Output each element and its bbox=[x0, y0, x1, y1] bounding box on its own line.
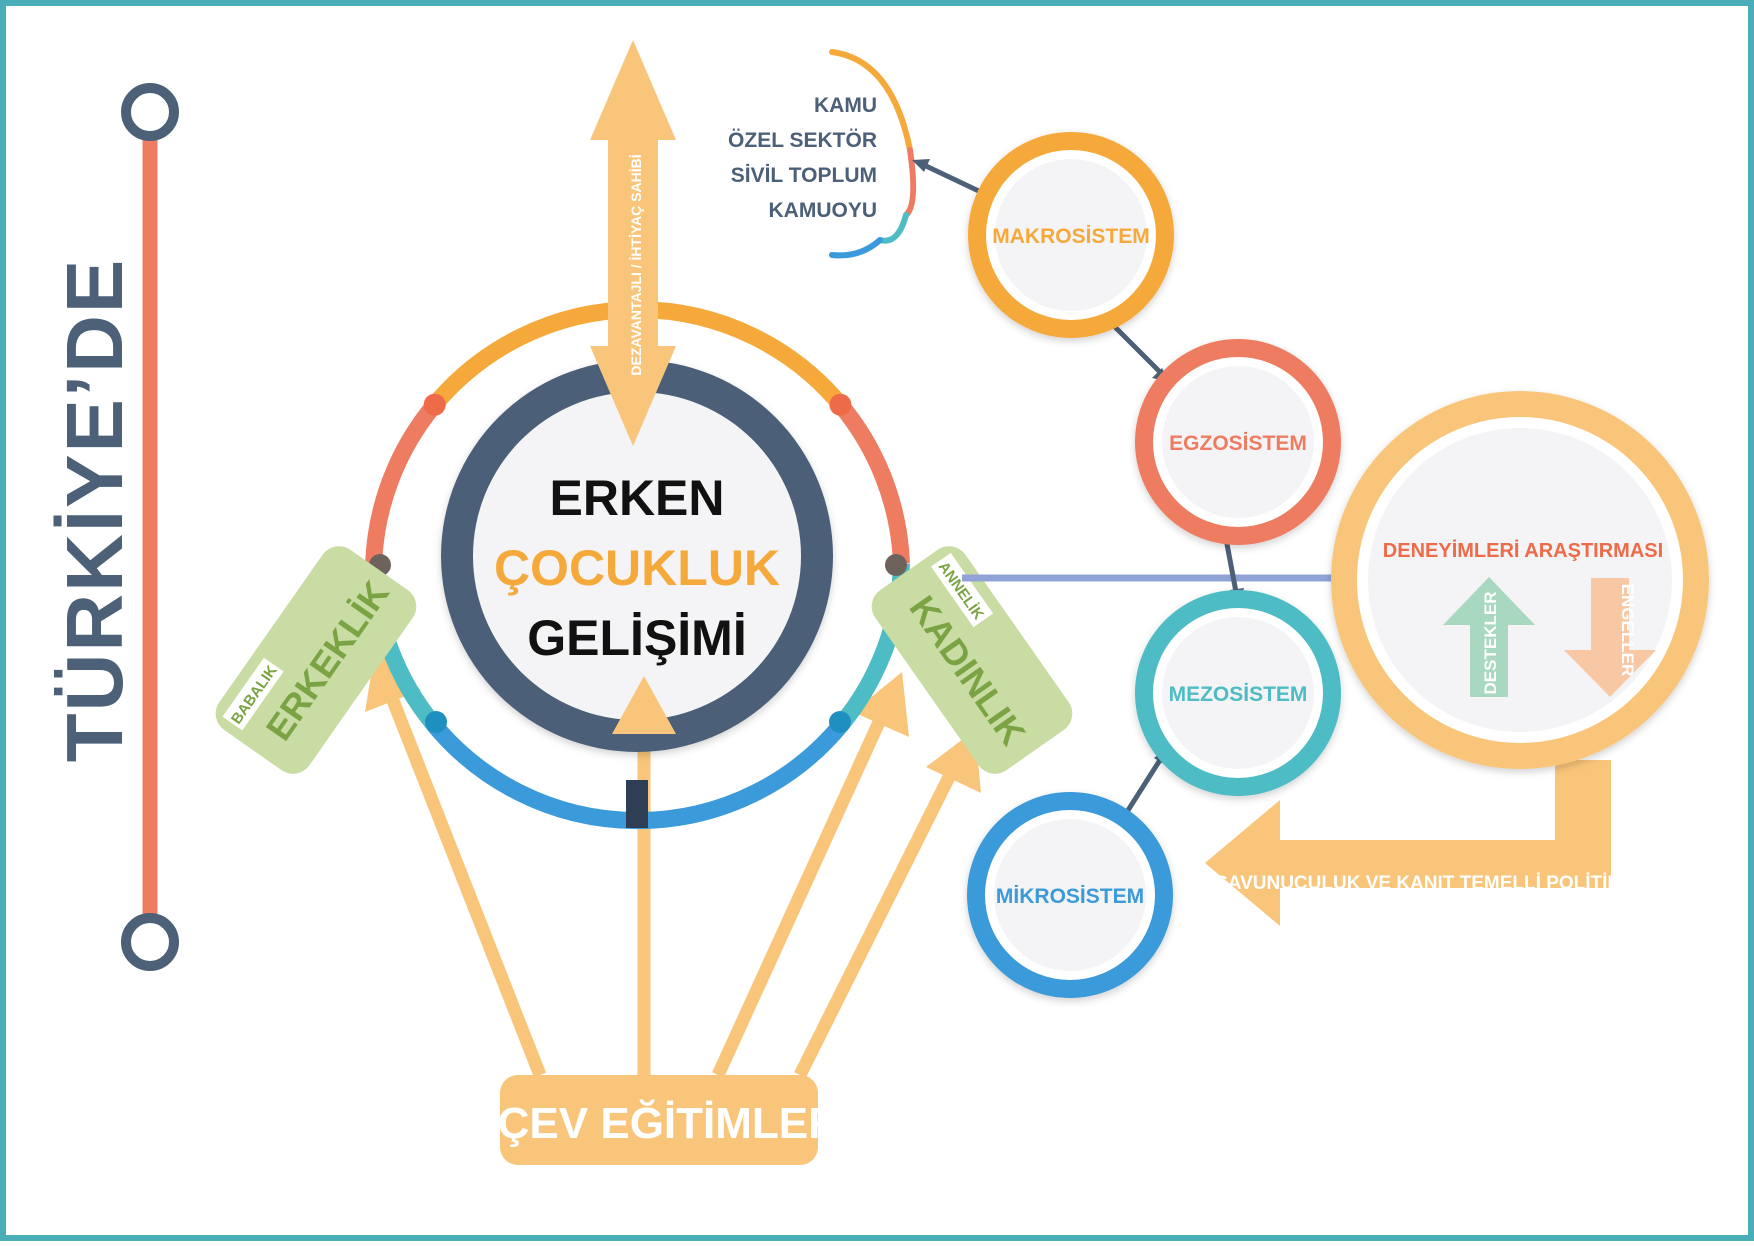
stakeholder-arc bbox=[829, 49, 917, 259]
mezosystem-label: MEZOSİSTEM bbox=[1169, 683, 1308, 706]
advocacy-label: SAVUNUCULUK VE KANIT TEMELLİ POLİTİKA bbox=[1215, 873, 1635, 894]
timeline-bar bbox=[121, 83, 179, 971]
mezosystem-circle bbox=[1135, 590, 1341, 796]
ring-dots bbox=[369, 393, 907, 733]
stakeholder-1: KAMU bbox=[814, 94, 877, 117]
center-disc bbox=[473, 392, 801, 720]
center-line-2: ÇOCUKLUK bbox=[494, 540, 780, 596]
stakeholder-2: ÖZEL SEKTÖR bbox=[728, 129, 877, 152]
supports-label: DESTEKLER bbox=[1481, 592, 1500, 695]
timeline-top-node bbox=[121, 83, 179, 141]
makrosystem-circle bbox=[968, 132, 1174, 338]
center-line-3: GELİŞİMİ bbox=[527, 610, 746, 666]
fatherhood-tag bbox=[222, 657, 284, 731]
stakeholder-3: SİVİL TOPLUM bbox=[731, 164, 877, 187]
mikrosystem-circle bbox=[967, 792, 1173, 998]
acev-trainings-box: AÇEV EĞİTİMLERİ bbox=[466, 1075, 852, 1165]
side-title: TÜRKİYE’DE bbox=[50, 258, 139, 763]
vertical-arrow-label: DEZAVANTAJLI / İHTİYAÇ SAHİBİ bbox=[628, 154, 644, 375]
acev-trainings-label: AÇEV EĞİTİMLERİ bbox=[466, 1098, 852, 1148]
masculinity-box: BABALIK ERKEKLİK bbox=[215, 546, 417, 774]
timeline-bottom-node bbox=[121, 913, 179, 971]
research-title: DENEYİMLERİ ARAŞTIRMASI bbox=[1383, 539, 1663, 562]
center-line-1: ERKEN bbox=[549, 470, 724, 526]
barriers-arrow: ENGELLER bbox=[1564, 578, 1656, 697]
motherhood-tag bbox=[931, 552, 994, 628]
supports-arrow: DESTEKLER bbox=[1443, 577, 1535, 697]
barriers-label: ENGELLER bbox=[1618, 584, 1637, 677]
vertical-need-arrow: DEZAVANTAJLI / İHTİYAÇ SAHİBİ bbox=[590, 40, 676, 446]
egzosystem-circle bbox=[1135, 339, 1341, 545]
inner-up-arrow bbox=[612, 676, 676, 734]
stakeholder-4: KAMUOYU bbox=[769, 199, 878, 222]
makrosystem-label: MAKROSİSTEM bbox=[992, 225, 1150, 248]
egzosystem-label: EGZOSİSTEM bbox=[1169, 432, 1307, 455]
mikrosystem-label: MİKROSİSTEM bbox=[996, 885, 1144, 908]
stakeholder-list: KAMU ÖZEL SEKTÖR SİVİL TOPLUM KAMUOYU bbox=[728, 94, 877, 222]
